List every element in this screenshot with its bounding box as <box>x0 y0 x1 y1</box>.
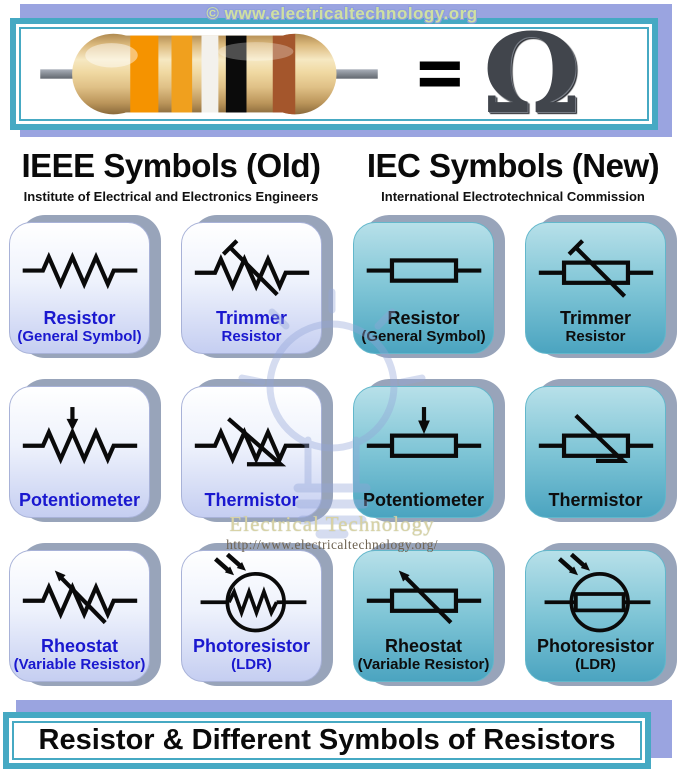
card-label: Potentiometer <box>362 490 485 510</box>
card-label: Resistor <box>43 308 116 328</box>
iec-column-subtitle: International Electrotechnical Commissio… <box>381 189 645 204</box>
card-label: Thermistor <box>548 490 643 510</box>
card-sublabel: Resistor <box>221 328 282 345</box>
card-label: Photoresistor <box>192 636 311 656</box>
iec-thermistor-symbol-icon <box>537 402 655 476</box>
iec-photoresistor-symbol-icon <box>540 553 652 635</box>
column-headings: IEEE Symbols (Old) Institute of Electric… <box>0 146 684 204</box>
card-iec-photoresistor: Photoresistor (LDR) <box>525 543 677 686</box>
card-ieee-potentiometer: Potentiometer <box>9 379 161 522</box>
ieee-resistor-symbol-icon <box>21 240 139 291</box>
ieee-potentiometer-symbol-icon <box>21 402 139 476</box>
copyright-watermark: © www.electricaltechnology.org <box>206 4 478 23</box>
card-ieee-trimmer: Trimmer Resistor <box>181 215 333 358</box>
card-sublabel: (Variable Resistor) <box>13 656 146 673</box>
card-label: Thermistor <box>204 490 299 510</box>
card-sublabel: (Variable Resistor) <box>357 656 490 673</box>
card-ieee-resistor: Resistor (General Symbol) <box>9 215 161 358</box>
card-iec-resistor: Resistor (General Symbol) <box>353 215 505 358</box>
ieee-column-title: IEEE Symbols (Old) <box>21 147 321 184</box>
card-label: Potentiometer <box>18 490 141 510</box>
card-label: Trimmer <box>215 308 288 328</box>
card-ieee-thermistor: Thermistor <box>181 379 333 522</box>
ieee-column-heading: IEEE Symbols (Old) Institute of Electric… <box>0 146 342 204</box>
card-label: Resistor <box>387 308 460 328</box>
footer-title: Resistor & Different Symbols of Resistor… <box>38 724 616 756</box>
card-iec-potentiometer: Potentiometer <box>353 379 505 522</box>
card-label: Photoresistor <box>536 636 655 656</box>
card-sublabel: (General Symbol) <box>361 328 486 345</box>
card-label: Rheostat <box>384 636 462 656</box>
ieee-rheostat-symbol-icon <box>21 557 139 631</box>
card-sublabel: (General Symbol) <box>17 328 142 345</box>
iec-column-heading: IEC Symbols (New) International Electrot… <box>342 146 684 204</box>
iec-rheostat-symbol-icon <box>365 557 483 631</box>
card-ieee-rheostat: Rheostat (Variable Resistor) <box>9 543 161 686</box>
card-label: Rheostat <box>40 636 118 656</box>
equals-sign: = <box>413 30 467 116</box>
card-iec-trimmer: Trimmer Resistor <box>525 215 677 358</box>
omega-symbol: Ω <box>482 9 581 139</box>
card-sublabel: Resistor <box>565 328 626 345</box>
resistor-photo-illustration <box>40 33 378 115</box>
iec-column-title: IEC Symbols (New) <box>366 147 660 184</box>
card-label: Trimmer <box>559 308 632 328</box>
footer-title-panel: Resistor & Different Symbols of Resistor… <box>3 712 651 769</box>
iec-resistor-symbol-icon <box>365 240 483 291</box>
ieee-thermistor-symbol-icon <box>193 402 311 476</box>
ieee-photoresistor-symbol-icon <box>196 553 308 635</box>
ieee-column-subtitle: Institute of Electrical and Electronics … <box>23 189 319 204</box>
ieee-trimmer-symbol-icon <box>193 229 311 303</box>
card-iec-thermistor: Thermistor <box>525 379 677 522</box>
card-sublabel: (LDR) <box>575 656 616 673</box>
card-ieee-photoresistor: Photoresistor (LDR) <box>181 543 333 686</box>
resistor-equals-omega-panel: = Ω <box>10 18 658 130</box>
iec-potentiometer-symbol-icon <box>365 402 483 476</box>
footer-inner-frame: Resistor & Different Symbols of Resistor… <box>12 721 642 760</box>
iec-trimmer-symbol-icon <box>537 229 655 303</box>
card-sublabel: (LDR) <box>231 656 272 673</box>
symbol-card-grid: Resistor (General Symbol) Trimmer Resist… <box>0 215 684 686</box>
card-iec-rheostat: Rheostat (Variable Resistor) <box>353 543 505 686</box>
header-inner-frame: = Ω <box>19 9 649 139</box>
